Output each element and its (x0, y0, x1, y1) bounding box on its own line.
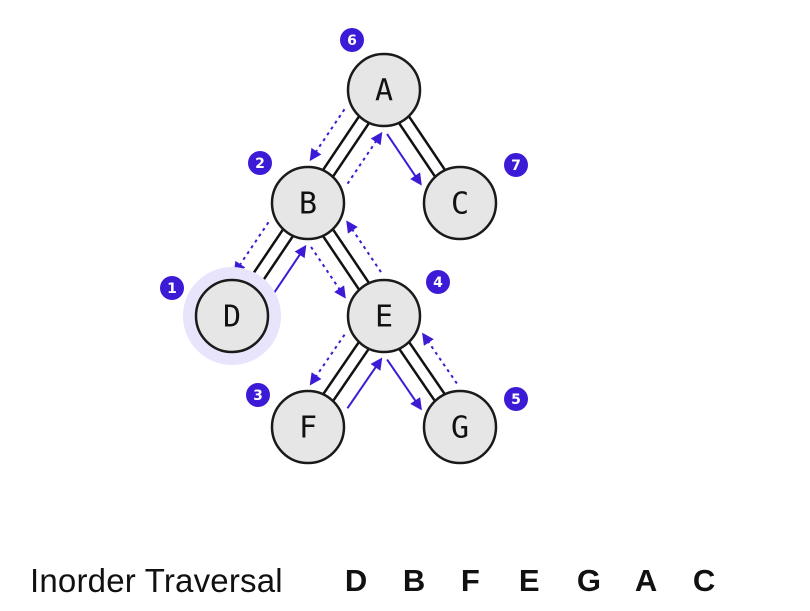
node-E-circle (346, 278, 422, 354)
order-badge-C: 7 (504, 153, 528, 177)
arrow-G-to-E (422, 332, 458, 385)
node-D-label: D (223, 300, 241, 335)
order-badge-B: 2 (248, 151, 272, 175)
order-badge-D-number: 1 (167, 281, 177, 297)
edge-E-F-line-2 (322, 341, 360, 395)
node-A-label: A (375, 74, 393, 109)
node-C: C (422, 165, 498, 241)
edge-B-E-line-2 (322, 235, 360, 291)
order-badge-D-circle (160, 276, 184, 300)
arrow-A-to-C (386, 133, 422, 186)
arrow-E-to-F (309, 334, 346, 386)
order-badge-C-circle (504, 153, 528, 177)
node-B-label: B (299, 187, 317, 222)
order-badges: 6 2 7 1 4 3 5 (160, 28, 528, 411)
node-F-circle (270, 389, 346, 465)
tree-edges (246, 115, 446, 402)
order-badge-E-circle (426, 270, 450, 294)
node-C-circle (422, 165, 498, 241)
order-badge-C-number: 7 (511, 158, 521, 174)
order-badge-G-number: 5 (511, 392, 521, 408)
sequence-item-3: F (460, 563, 480, 598)
tree-nodes: A B C D E F G (183, 52, 498, 465)
order-badge-G-circle (504, 387, 528, 411)
arrow-E-to-B (346, 220, 382, 273)
order-badge-B-circle (248, 151, 272, 175)
node-F: F (270, 389, 346, 465)
edge-E-G-line-1 (408, 341, 446, 395)
node-D: D (183, 267, 281, 365)
order-badge-A: 6 (340, 28, 364, 52)
arrow-F-to-E (346, 357, 383, 409)
order-badge-F-circle (246, 383, 270, 407)
sequence-item-4: E (518, 563, 540, 598)
order-badge-D: 1 (160, 276, 184, 300)
sequence-item-6: A (634, 563, 658, 598)
sequence-item-5: G (576, 563, 601, 598)
arrow-B-to-A (346, 131, 383, 185)
order-badge-E-number: 4 (433, 275, 443, 291)
order-badge-A-number: 6 (347, 33, 357, 49)
edge-A-B-line-1 (332, 122, 370, 178)
arrow-E-to-G (386, 358, 422, 411)
node-D-circle (194, 278, 270, 354)
traversal-arrows (233, 108, 458, 411)
node-F-label: F (299, 411, 317, 446)
edge-A-C-line-2 (398, 122, 436, 178)
binary-tree-diagram: A B C D E F G 6 2 7 1 4 3 5 (160, 28, 528, 465)
order-badge-B-number: 2 (255, 156, 265, 172)
order-badge-E: 4 (426, 270, 450, 294)
order-badge-A-circle (340, 28, 364, 52)
arrow-A-to-B (309, 108, 346, 162)
node-B-circle (270, 165, 346, 241)
node-G-circle (422, 389, 498, 465)
sequence-item-1: D (344, 563, 368, 598)
edge-A-B-line-2 (322, 115, 360, 171)
sequence-item-7: C (692, 563, 716, 598)
node-C-label: C (451, 187, 469, 222)
node-G: G (422, 389, 498, 465)
node-A-circle (346, 52, 422, 128)
order-badge-F: 3 (246, 383, 270, 407)
node-E: E (346, 278, 422, 354)
arrow-B-to-E (310, 246, 346, 299)
sequence-item-2: B (402, 563, 426, 598)
node-A: A (346, 52, 422, 128)
edge-E-G-line-2 (398, 348, 436, 402)
order-badge-F-number: 3 (253, 388, 263, 404)
node-B: B (270, 165, 346, 241)
arrow-D-to-B (270, 244, 307, 298)
edge-A-C-line-1 (408, 115, 446, 171)
edge-E-F-line-1 (332, 348, 370, 402)
order-badge-G: 5 (504, 387, 528, 411)
arrow-B-to-D (233, 221, 270, 275)
traversal-label: Inorder Traversal (30, 562, 283, 599)
node-E-label: E (375, 300, 393, 335)
edge-B-E-line-1 (332, 228, 370, 284)
node-G-label: G (451, 411, 469, 446)
